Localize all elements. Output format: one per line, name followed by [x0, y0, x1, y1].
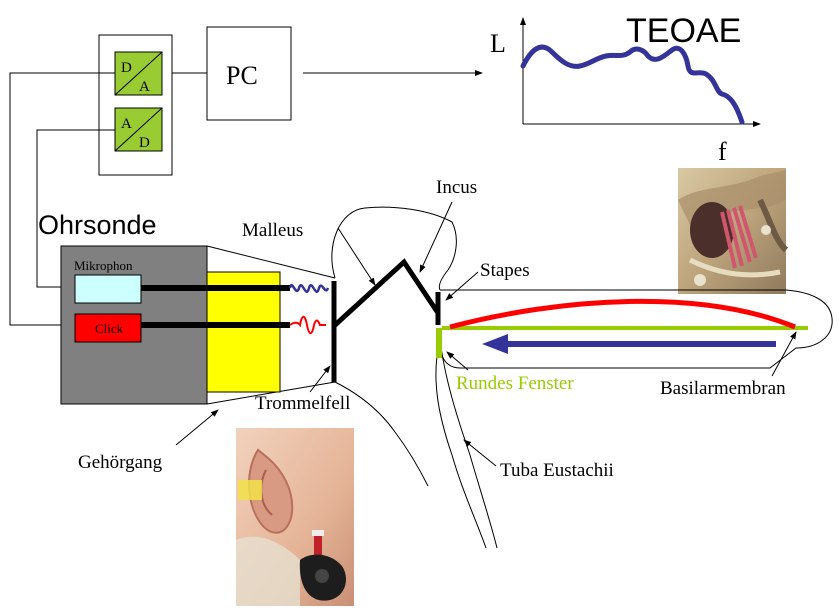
ossicle-chain [332, 258, 441, 328]
emission-wave [288, 283, 330, 293]
mikrophon-label: Mikrophon [74, 258, 133, 273]
ad-converter: A D [114, 107, 163, 152]
mikrophon-box [74, 274, 142, 304]
cochlea-outline [440, 289, 833, 369]
da-to-click-wire [9, 72, 115, 326]
trommelfell-pointer [309, 365, 331, 393]
tuba-pointer [463, 439, 497, 467]
stapes-pointer [445, 271, 479, 301]
graph-title: TEOAE [626, 12, 741, 50]
malleus-label: Malleus [242, 220, 303, 241]
click-label: Click [95, 321, 124, 336]
teoae-graph: TEOAE L f [490, 12, 761, 166]
gehoergang-pointer [175, 409, 219, 446]
traveling-wave-arrow [482, 334, 776, 354]
graph-y-label: L [490, 29, 506, 58]
tuba-label: Tuba Eustachii [500, 460, 614, 481]
teoae-curve [520, 44, 745, 125]
stimulus-wave [289, 315, 326, 335]
trommelfell-label: Trommelfell [255, 393, 350, 414]
mikrophon-to-ad-wire [36, 129, 115, 288]
da-converter: D A [114, 51, 163, 96]
basilarmembran-label: Basilarmembran [660, 378, 786, 399]
converter-housing [98, 34, 173, 176]
incus-label: Incus [436, 177, 477, 198]
ad-label-bottom: D [139, 135, 150, 151]
ad-label-top: A [121, 116, 132, 132]
click-box [74, 313, 142, 343]
graph-x-label: f [718, 137, 727, 166]
gehoergang-label: Gehörgang [78, 452, 163, 473]
rundes-fenster-pointer [446, 351, 469, 371]
da-label-top: D [121, 60, 132, 76]
cochlea-photo [678, 168, 789, 294]
ear-photo [236, 428, 354, 606]
malleus-pointer [337, 227, 376, 286]
rundes-fenster [436, 328, 442, 358]
probe-tip [206, 271, 281, 393]
basilar-membrane-red [449, 298, 796, 330]
pc-label: PC [226, 61, 258, 90]
ear-canal-outline [206, 245, 336, 405]
basilarmembran-pointer [771, 331, 797, 377]
pc-box: PC [206, 26, 292, 121]
rundes-fenster-label: Rundes Fenster [456, 373, 574, 394]
ohrsonde-label: Ohrsonde [38, 210, 157, 240]
incus-pointer [419, 201, 453, 273]
stapes-label: Stapes [480, 260, 530, 281]
middle-ear-outline [331, 206, 498, 549]
da-label-bottom: A [139, 79, 150, 95]
